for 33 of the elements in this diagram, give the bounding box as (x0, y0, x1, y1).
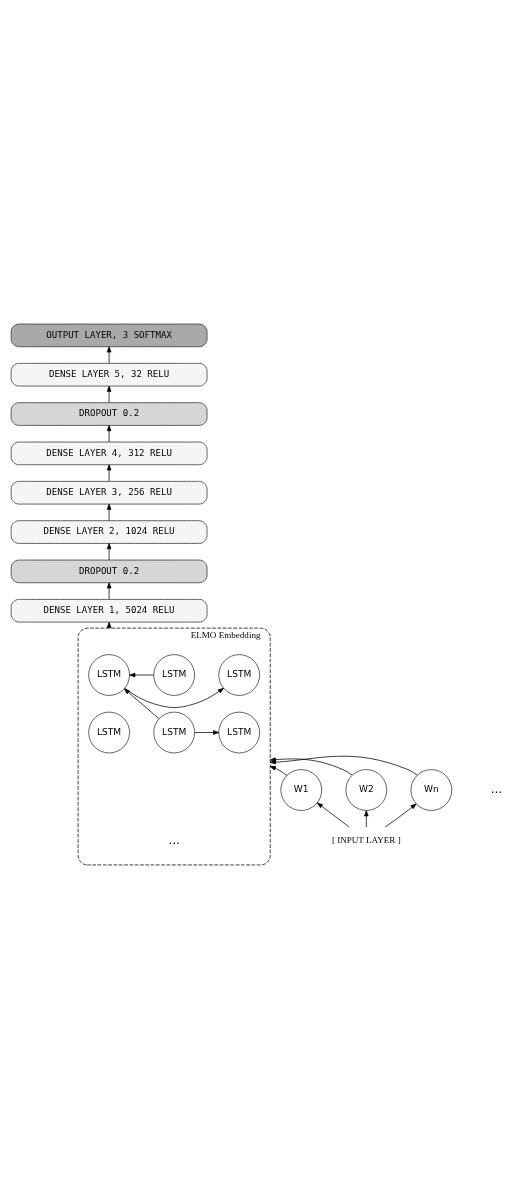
arrow (106, 424, 112, 442)
node-box: OUTPUT LAYER, 3 SOFTMAX (10, 323, 208, 347)
node-circle: W2 (345, 768, 388, 811)
arrow (106, 581, 112, 600)
arrow (124, 687, 224, 708)
node-box: DENSE LAYER 4, 312 RELU (10, 441, 208, 465)
arrow (106, 385, 112, 403)
node-circle: LSTM (88, 711, 130, 753)
node-box: DROPOUT 0.2 (10, 401, 208, 426)
node-circle: LSTM (153, 653, 195, 696)
node-box: DENSE LAYER 2, 1024 RELU (10, 519, 208, 544)
label: ... (168, 832, 180, 847)
node-circle: LSTM (153, 711, 195, 753)
arrow (129, 672, 155, 677)
arrow (106, 542, 112, 560)
arrow (106, 345, 112, 364)
arrow (106, 463, 112, 482)
node-text: [ INPUT LAYER ] (331, 834, 401, 845)
arrow (269, 756, 353, 776)
node-box: DENSE LAYER 3, 256 RELU (10, 480, 208, 504)
arrow (364, 809, 369, 827)
node-box: DENSE LAYER 1, 5024 RELU (10, 598, 208, 622)
arrow (384, 803, 417, 827)
node-box: DROPOUT 0.2 (10, 559, 208, 583)
arrow (269, 755, 418, 775)
label: ... (490, 781, 503, 796)
arrow (269, 765, 288, 776)
arrow (106, 503, 112, 521)
arrow (194, 729, 220, 735)
node-box: DENSE LAYER 5, 32 RELU (10, 362, 208, 386)
arrow (124, 688, 160, 719)
arrow (316, 802, 350, 827)
node-circle: LSTM (218, 711, 261, 753)
